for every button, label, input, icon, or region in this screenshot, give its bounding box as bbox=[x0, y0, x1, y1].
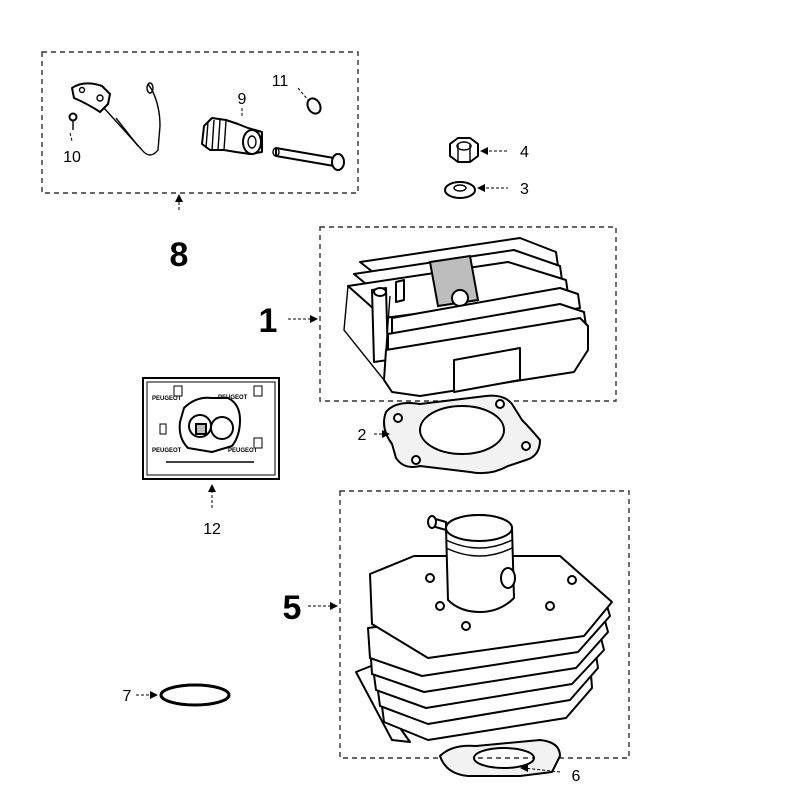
callout-4: 4 bbox=[520, 144, 529, 161]
callout-5: 5 bbox=[283, 589, 302, 627]
group-8-frame bbox=[41, 51, 359, 194]
callout-12: 12 bbox=[203, 521, 221, 538]
callout-6: 6 bbox=[572, 768, 581, 785]
kit-label-2: PEUGEOT bbox=[218, 395, 248, 401]
cylinder-frame bbox=[339, 490, 630, 759]
callout-11: 11 bbox=[272, 73, 289, 90]
screw bbox=[68, 112, 78, 130]
head-gasket bbox=[383, 394, 541, 475]
kit-label-4: PEUGEOT bbox=[228, 448, 258, 454]
cylinder-head bbox=[343, 237, 589, 397]
callout-10: 10 bbox=[63, 149, 81, 166]
cylinder bbox=[355, 514, 613, 743]
clip bbox=[297, 87, 322, 115]
gasket-kit: PEUGEOT PEUGEOT PEUGEOT PEUGEOT bbox=[142, 377, 280, 480]
decompressor-bracket bbox=[71, 82, 161, 156]
washer bbox=[444, 181, 476, 199]
callout-1: 1 bbox=[259, 302, 278, 340]
threaded-fitting bbox=[201, 117, 263, 155]
valve-pin bbox=[272, 147, 345, 171]
callout-3: 3 bbox=[520, 181, 529, 198]
o-ring bbox=[159, 683, 231, 707]
kit-label-1: PEUGEOT bbox=[152, 396, 182, 402]
callout-8: 8 bbox=[170, 236, 189, 274]
base-gasket bbox=[439, 739, 561, 777]
cylinder-head-frame bbox=[319, 226, 617, 402]
callout-9: 9 bbox=[238, 91, 247, 108]
callout-7: 7 bbox=[123, 688, 132, 705]
callout-2: 2 bbox=[358, 427, 367, 444]
nut bbox=[449, 137, 479, 163]
kit-label-3: PEUGEOT bbox=[152, 448, 182, 454]
